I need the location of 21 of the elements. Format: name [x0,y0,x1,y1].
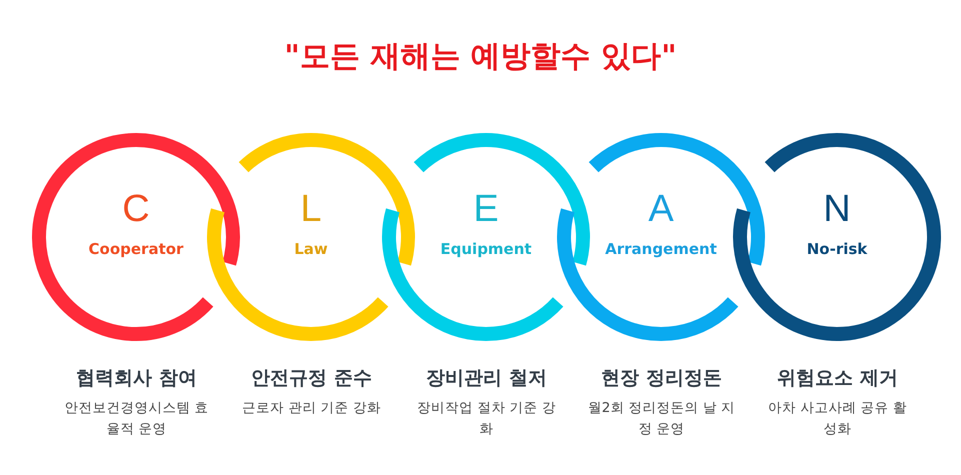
ring-label: Cooperator [88,239,184,259]
ring-letter: A [648,187,674,231]
step-heading: 안전규정 준수 [251,366,372,390]
step-heading: 장비관리 철저 [426,366,547,390]
step-description: 월2회 정리정돈의 날 지정 운영 [586,399,736,439]
ring-letter: L [300,187,322,231]
ring-letter: E [473,187,499,231]
step-description: 아차 사고사례 공유 활성화 [767,399,908,439]
step-heading: 현장 정리정돈 [601,366,722,390]
ring-label: Equipment [440,239,532,259]
step-heading: 협력회사 참여 [76,366,197,390]
ring-label: Law [294,239,328,259]
ring-letter: N [823,187,851,231]
step-description: 장비작업 절차 기준 강화 [416,399,557,439]
ring-letter: C [122,187,150,231]
step-description: 안전보건경영시스템 효율적 운영 [63,399,210,439]
step-heading: 위험요소 제거 [777,366,898,390]
ring-label: Arrangement [605,239,717,259]
step-description: 근로자 관리 기준 강화 [241,399,382,418]
ring-label: No-risk [806,239,868,259]
title: "모든 재해는 예방할수 있다" [284,38,677,76]
